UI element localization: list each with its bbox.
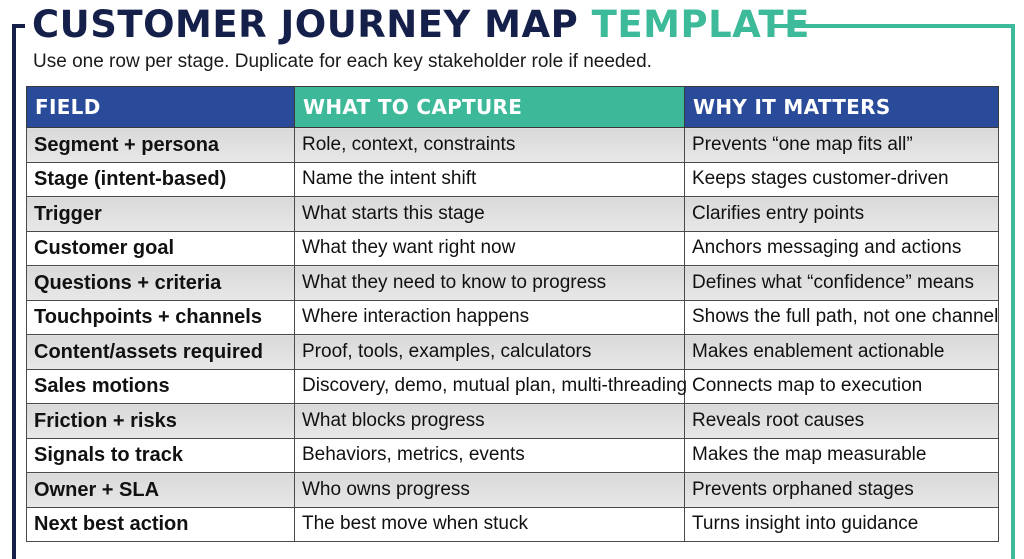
why-cell: Prevents orphaned stages xyxy=(684,472,999,508)
field-cell: Stage (intent-based) xyxy=(26,161,295,197)
capture-cell: What they need to know to progress xyxy=(294,265,685,301)
table-row: Segment + persona Role, context, constra… xyxy=(26,127,999,163)
field-cell: Customer goal xyxy=(26,230,295,266)
capture-cell: What starts this stage xyxy=(294,196,685,232)
table-row: Customer goal What they want right now A… xyxy=(26,230,999,266)
column-header-what-to-capture: WHAT TO CAPTURE xyxy=(294,86,685,128)
page-title: CUSTOMER JOURNEY MAP TEMPLATE xyxy=(32,2,810,48)
capture-cell: Who owns progress xyxy=(294,472,685,508)
table-header-row: FIELD WHAT TO CAPTURE WHY IT MATTERS xyxy=(26,86,999,128)
right-frame-top-line xyxy=(772,24,1015,28)
field-cell: Content/assets required xyxy=(26,334,295,370)
capture-cell: What blocks progress xyxy=(294,403,685,439)
field-cell: Questions + criteria xyxy=(26,265,295,301)
field-cell: Segment + persona xyxy=(26,127,295,163)
why-cell: Connects map to execution xyxy=(684,368,999,404)
why-cell: Anchors messaging and actions xyxy=(684,230,999,266)
field-cell: Next best action xyxy=(26,506,295,542)
capture-cell: The best move when stuck xyxy=(294,506,685,542)
journey-map-table: FIELD WHAT TO CAPTURE WHY IT MATTERS Seg… xyxy=(26,86,999,542)
why-cell: Prevents “one map fits all” xyxy=(684,127,999,163)
title-main: CUSTOMER JOURNEY MAP xyxy=(32,3,579,46)
why-cell: Makes the map measurable xyxy=(684,437,999,473)
title-accent: TEMPLATE xyxy=(591,3,810,46)
why-cell: Turns insight into guidance xyxy=(684,506,999,542)
capture-cell: Where interaction happens xyxy=(294,299,685,335)
field-cell: Trigger xyxy=(26,196,295,232)
field-cell: Sales motions xyxy=(26,368,295,404)
table-row: Friction + risks What blocks progress Re… xyxy=(26,403,999,439)
field-cell: Owner + SLA xyxy=(26,472,295,508)
capture-cell: What they want right now xyxy=(294,230,685,266)
table-row: Stage (intent-based) Name the intent shi… xyxy=(26,161,999,197)
capture-cell: Name the intent shift xyxy=(294,161,685,197)
why-cell: Makes enablement actionable xyxy=(684,334,999,370)
field-cell: Signals to track xyxy=(26,437,295,473)
column-header-why-it-matters: WHY IT MATTERS xyxy=(684,86,999,128)
capture-cell: Discovery, demo, mutual plan, multi-thre… xyxy=(294,368,687,404)
capture-cell: Behaviors, metrics, events xyxy=(294,437,685,473)
table-row: Sales motions Discovery, demo, mutual pl… xyxy=(26,368,999,404)
left-frame-tick xyxy=(12,24,25,28)
table-row: Next best action The best move when stuc… xyxy=(26,506,999,542)
table-row: Signals to track Behaviors, metrics, eve… xyxy=(26,437,999,473)
table-row: Content/assets required Proof, tools, ex… xyxy=(26,334,999,370)
page-subtitle: Use one row per stage. Duplicate for eac… xyxy=(33,51,652,72)
why-cell: Reveals root causes xyxy=(684,403,999,439)
left-frame-line xyxy=(12,24,16,559)
why-cell: Clarifies entry points xyxy=(684,196,999,232)
table-row: Touchpoints + channels Where interaction… xyxy=(26,299,999,335)
table-row: Trigger What starts this stage Clarifies… xyxy=(26,196,999,232)
field-cell: Touchpoints + channels xyxy=(26,299,295,335)
column-header-field: FIELD xyxy=(26,86,295,128)
capture-cell: Role, context, constraints xyxy=(294,127,685,163)
capture-cell: Proof, tools, examples, calculators xyxy=(294,334,685,370)
table-row: Questions + criteria What they need to k… xyxy=(26,265,999,301)
why-cell: Defines what “confidence” means xyxy=(684,265,999,301)
why-cell: Shows the full path, not one channel xyxy=(684,299,999,335)
right-frame-line xyxy=(1011,24,1015,559)
why-cell: Keeps stages customer-driven xyxy=(684,161,999,197)
field-cell: Friction + risks xyxy=(26,403,295,439)
table-row: Owner + SLA Who owns progress Prevents o… xyxy=(26,472,999,508)
